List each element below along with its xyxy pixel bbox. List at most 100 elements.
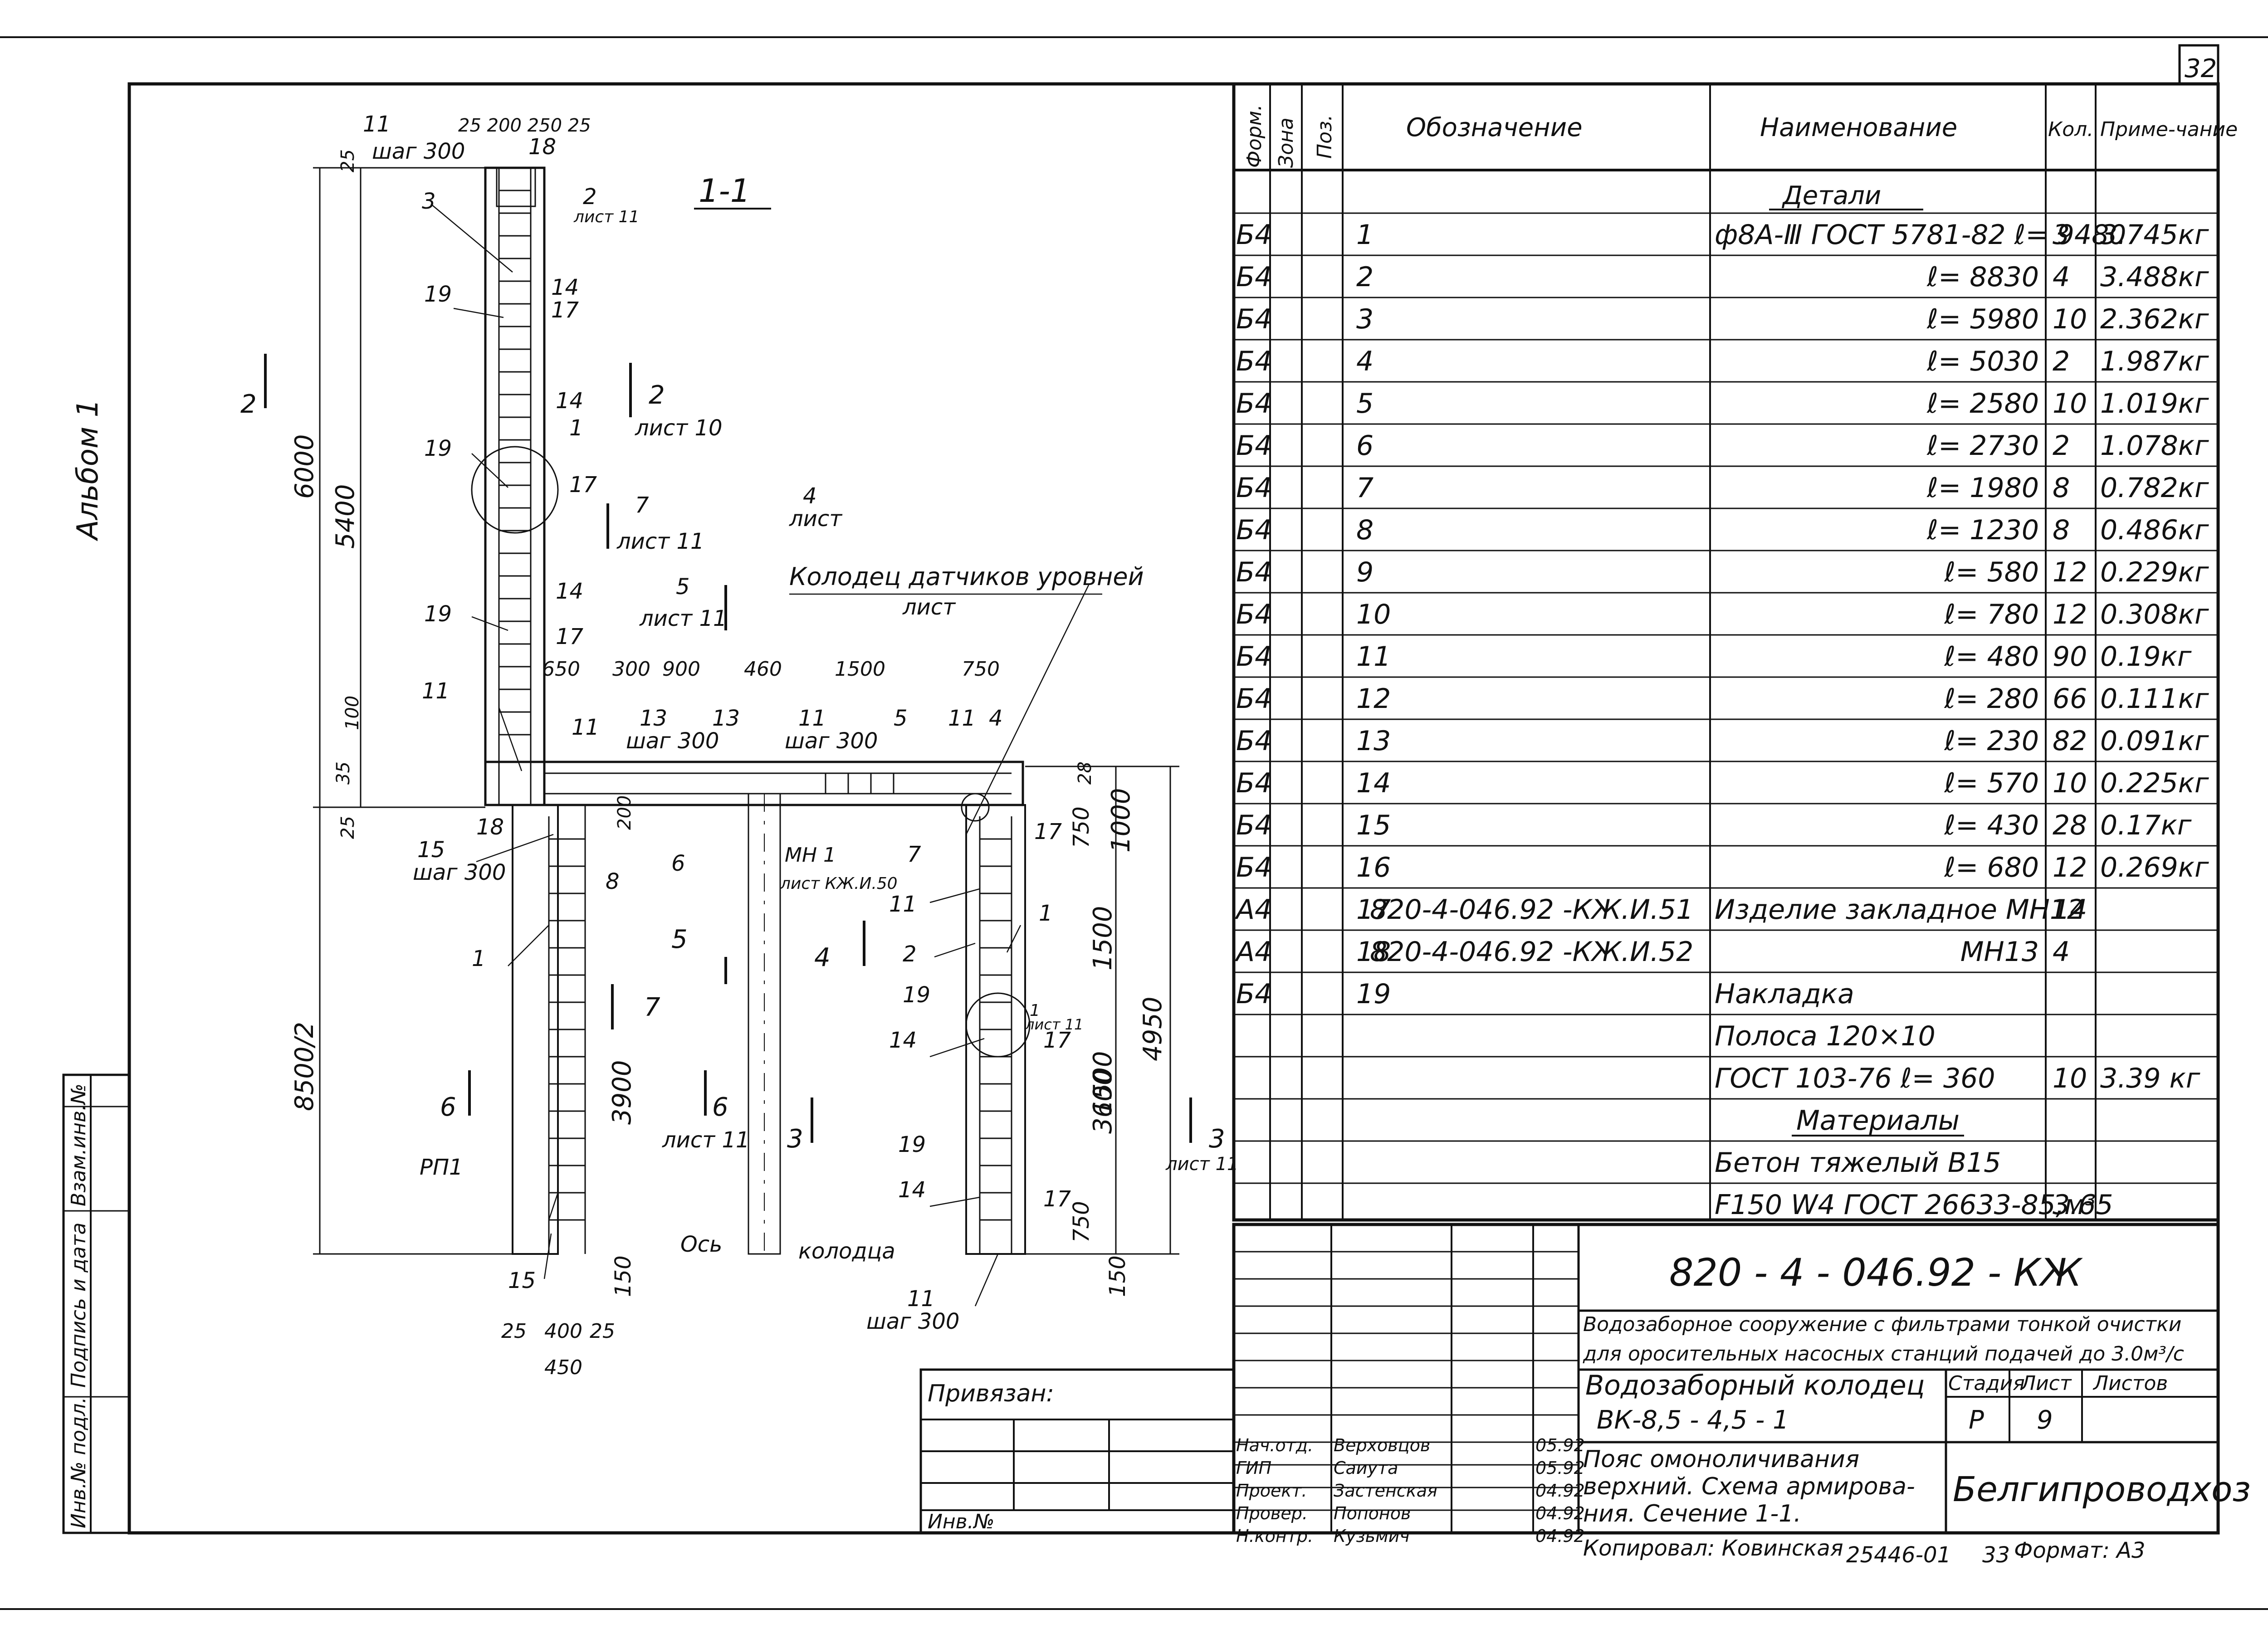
sheet-value: 9 [2037, 1405, 2053, 1435]
spec-note: 0.308кг [2100, 599, 2209, 630]
spec-name: ℓ= 570 [1944, 767, 2039, 799]
spec-qty: 8 [2053, 472, 2070, 504]
spec-format: Б4 [1236, 810, 1272, 841]
spec-note: 0.269кг [2100, 852, 2209, 883]
staff-role: Н.контр. [1236, 1526, 1313, 1546]
svg-text:3: 3 [787, 1124, 803, 1154]
spec-format: Б4 [1236, 388, 1272, 419]
spec-name: ℓ= 8830 [1926, 261, 2039, 293]
staff-date: 04.92 [1535, 1503, 1585, 1523]
spec-note: 0.782кг [2100, 472, 2209, 504]
svg-text:13: 13 [712, 706, 740, 731]
spec-group-details: Детали [1781, 181, 1881, 210]
svg-text:1: 1 [472, 946, 486, 971]
svg-text:Ось: Ось [680, 1232, 722, 1257]
svg-text:1500: 1500 [1088, 906, 1118, 971]
svg-text:15: 15 [417, 837, 445, 863]
svg-text:13: 13 [640, 706, 667, 731]
spec-note: 2.362кг [2100, 303, 2209, 335]
spec-position: 15 [1356, 810, 1391, 841]
svg-text:3: 3 [1209, 1124, 1225, 1154]
svg-text:колодца: колодца [798, 1239, 895, 1264]
svg-text:лист 11: лист 11 [639, 606, 727, 631]
svg-text:18: 18 [528, 134, 556, 160]
spec-header-designation: Обозначение [1406, 113, 1583, 142]
staff-date: 05.92 [1535, 1458, 1585, 1478]
sheet-title-3: ния. Сечение 1-1. [1583, 1500, 1801, 1527]
spec-note: 0.229кг [2100, 556, 2209, 588]
svg-text:14: 14 [889, 1028, 917, 1053]
spec-position: 1 [1356, 219, 1374, 251]
spec-note: 3.745кг [2100, 219, 2209, 251]
svg-text:17: 17 [556, 624, 584, 649]
spec-format: Б4 [1236, 303, 1272, 335]
svg-text:14: 14 [556, 388, 583, 414]
svg-text:Инв.№ подл.: Инв.№ подл. [67, 1397, 90, 1528]
stage-value: Р [1969, 1405, 1984, 1435]
svg-text:Колодец датчиков уровней: Колодец датчиков уровней [789, 562, 1144, 591]
svg-text:14: 14 [556, 579, 583, 604]
format-label: Формат: А3 [2014, 1538, 2146, 1563]
svg-text:750: 750 [962, 658, 1000, 681]
spec-position: 11 [1356, 641, 1391, 673]
spec-name: ГОСТ 103-76 ℓ= 360 [1715, 1063, 1995, 1094]
project-line-1: Водозаборное сооружение с фильтрами тонк… [1583, 1313, 2181, 1336]
spec-format: Б4 [1236, 683, 1272, 715]
spec-qty: 14 [2053, 894, 2087, 926]
svg-text:28: 28 [1075, 761, 1095, 785]
staff-role: Нач.отд. [1236, 1435, 1313, 1455]
svg-text:19: 19 [424, 282, 452, 307]
svg-text:7: 7 [635, 493, 649, 518]
reinforcement-drawing: 1-1 [264, 166, 1192, 1307]
privyazan-label: Привязан: [928, 1380, 1054, 1407]
svg-text:8500/2: 8500/2 [290, 1022, 319, 1111]
spec-format: А4 [1234, 936, 1272, 968]
svg-text:19: 19 [424, 601, 452, 627]
spec-header-pos: Поз. [1313, 115, 1336, 159]
svg-text:460: 460 [744, 658, 782, 681]
object-line-1: Водозаборный колодец [1585, 1370, 1925, 1401]
spec-qty: 12 [2053, 852, 2087, 883]
staff-name: Застенская [1334, 1481, 1437, 1501]
spec-position: 7 [1356, 472, 1374, 504]
svg-text:лист 11: лист 11 [1025, 1016, 1083, 1033]
project-line-2: для оросительных насосных станций подаче… [1583, 1342, 2184, 1366]
spec-note: 0.486кг [2100, 514, 2209, 546]
svg-text:4: 4 [803, 483, 817, 509]
title-block [919, 1223, 2220, 1535]
spec-header-qty: Кол. [2048, 118, 2093, 141]
svg-text:11: 11 [572, 715, 599, 740]
spec-name: ℓ= 1230 [1926, 514, 2039, 546]
spec-position: 14 [1356, 767, 1391, 799]
spec-name: ℓ= 5980 [1926, 303, 2039, 335]
svg-text:лист 10: лист 10 [635, 415, 723, 441]
svg-text:1500: 1500 [1088, 1051, 1118, 1116]
spec-qty: 12 [2053, 556, 2087, 588]
svg-text:150: 150 [1105, 1255, 1130, 1297]
staff-role: Провер. [1236, 1503, 1308, 1523]
svg-text:750: 750 [1069, 806, 1094, 848]
spec-format: Б4 [1236, 556, 1272, 588]
svg-text:6: 6 [712, 1093, 728, 1122]
spec-name: ℓ= 2580 [1926, 388, 2039, 419]
staff-role: ГИП [1236, 1458, 1271, 1478]
order-number: 25446-01 [1846, 1542, 1951, 1568]
svg-text:14: 14 [551, 275, 579, 300]
svg-text:300: 300 [612, 658, 650, 681]
svg-text:150: 150 [611, 1255, 636, 1297]
svg-text:2: 2 [903, 941, 917, 967]
side-stamp: Инв.№ подл. Подпись и дата Взам.инв.№ [62, 1073, 131, 1534]
staff-date: 04.92 [1535, 1526, 1585, 1546]
spec-name: ℓ= 280 [1944, 683, 2039, 715]
spec-position: 5 [1356, 388, 1374, 419]
svg-text:19: 19 [903, 982, 930, 1008]
svg-text:РП1: РП1 [420, 1155, 463, 1180]
svg-text:17: 17 [1034, 819, 1062, 844]
svg-text:6000: 6000 [290, 434, 319, 499]
spec-format: Б4 [1236, 472, 1272, 504]
svg-text:35: 35 [333, 761, 354, 785]
spec-name: ф8А-Ⅲ ГОСТ 5781-82 ℓ= 9480 [1715, 219, 2126, 251]
spec-note: 0.225кг [2100, 767, 2209, 799]
